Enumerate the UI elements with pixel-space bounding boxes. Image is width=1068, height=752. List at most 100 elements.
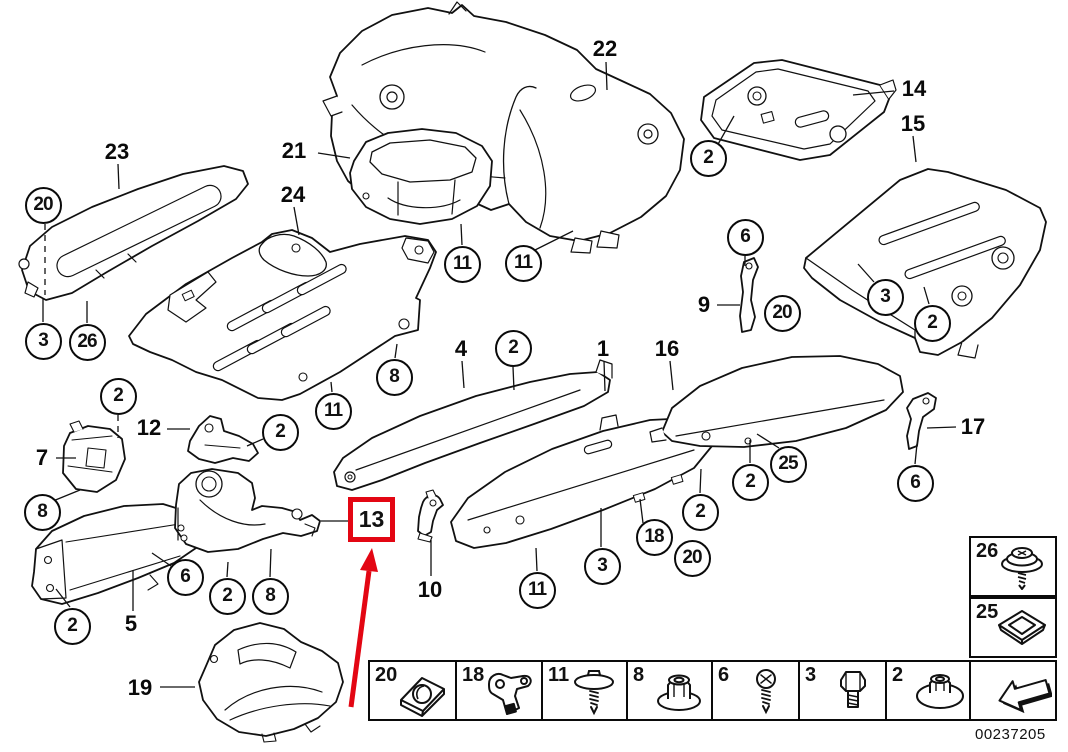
leader-line [317, 152, 351, 159]
circled-callout-20[interactable]: 20 [24, 186, 62, 224]
circled-callout-8[interactable]: 8 [251, 577, 289, 615]
legend-number: 25 [976, 601, 999, 623]
circled-callout-6[interactable]: 6 [166, 558, 204, 596]
circled-callout-8[interactable]: 8 [23, 493, 61, 531]
circled-callout-2[interactable]: 2 [731, 463, 769, 501]
leader-line [914, 443, 918, 465]
legend-number: 2 [892, 664, 904, 686]
highlighted-part-number: 13 [358, 506, 385, 532]
side-legend-cell-25[interactable]: 25 [969, 597, 1057, 658]
part-number-label-1[interactable]: 1 [596, 336, 610, 361]
circled-callout-25[interactable]: 25 [769, 445, 807, 483]
flange-nut-icon [657, 674, 701, 711]
circled-callout-3[interactable]: 3 [866, 278, 904, 316]
hex-bolt-icon [840, 671, 866, 708]
circled-callout-6[interactable]: 6 [726, 218, 764, 256]
legend-number: 3 [805, 664, 817, 686]
part-4-drawing [333, 359, 613, 491]
circled-callout-11[interactable]: 11 [504, 244, 542, 282]
part-number-label-22[interactable]: 22 [592, 36, 618, 61]
part-10-drawing [417, 489, 444, 543]
circled-callout-2[interactable]: 2 [494, 329, 532, 367]
circled-callout-2[interactable]: 2 [261, 413, 299, 451]
circled-callout-2[interactable]: 2 [208, 577, 246, 615]
legend-number: 11 [548, 664, 570, 686]
cover-cap-icon [998, 610, 1046, 645]
part-number-label-21[interactable]: 21 [281, 138, 307, 163]
leader-line [852, 90, 895, 96]
part-number-label-10[interactable]: 10 [417, 577, 443, 602]
part-9-drawing [739, 257, 759, 333]
circled-callout-18[interactable]: 18 [635, 518, 673, 556]
circled-callout-11[interactable]: 11 [314, 392, 352, 430]
part-number-label-17[interactable]: 17 [960, 414, 986, 439]
leader-line [226, 561, 229, 578]
leader-line [857, 263, 875, 283]
circled-callout-20[interactable]: 20 [763, 294, 801, 332]
part-19-drawing [198, 622, 344, 743]
leader-line [55, 588, 71, 608]
part-number-label-15[interactable]: 15 [900, 111, 926, 136]
holder-clamp-icon [488, 673, 532, 715]
part-number-label-7[interactable]: 7 [35, 445, 49, 470]
part-number-label-16[interactable]: 16 [654, 336, 680, 361]
leader-line [926, 426, 957, 429]
legend-cell-11[interactable]: 11 [543, 662, 628, 719]
side-legend-cell-26[interactable]: 26 [969, 536, 1057, 597]
part-number-label-5[interactable]: 5 [124, 611, 138, 636]
circled-callout-3[interactable]: 3 [583, 547, 621, 585]
legend-cell-18[interactable]: 18 [457, 662, 543, 719]
circled-callout-2[interactable]: 2 [53, 607, 91, 645]
legend-cell-20[interactable]: 20 [370, 662, 457, 719]
circled-callout-6[interactable]: 6 [896, 464, 934, 502]
leader-line [605, 61, 608, 91]
diagram-code: 00237205 [975, 726, 1046, 743]
leader-line [52, 489, 81, 502]
part-number-label-19[interactable]: 19 [127, 675, 153, 700]
leader-line [293, 206, 300, 236]
part-14-drawing [700, 59, 897, 161]
legend-cell-2[interactable]: 2 [887, 662, 972, 719]
leader-line [639, 498, 644, 524]
highlighted-part-callout[interactable]: 13 [348, 497, 395, 542]
legend-cell-6[interactable]: 6 [713, 662, 800, 719]
circled-callout-2[interactable]: 2 [681, 493, 719, 531]
circled-callout-8[interactable]: 8 [375, 358, 413, 396]
leader-line [269, 548, 272, 578]
part-number-label-23[interactable]: 23 [104, 139, 130, 164]
part-17-drawing [906, 392, 937, 450]
circled-callout-2[interactable]: 2 [913, 304, 951, 342]
leader-line [699, 468, 702, 494]
part-number-label-4[interactable]: 4 [454, 336, 468, 361]
legend-cell-3[interactable]: 3 [800, 662, 887, 719]
circled-callout-2[interactable]: 2 [689, 139, 727, 177]
nut-with-washer-icon [916, 674, 964, 709]
leader-line [246, 438, 264, 447]
part-drawings [18, 1, 1047, 743]
part-number-label-12[interactable]: 12 [136, 415, 162, 440]
leader-line [512, 366, 515, 391]
circled-callout-11[interactable]: 11 [443, 245, 481, 283]
circled-callout-11[interactable]: 11 [518, 571, 556, 609]
leader-lines [42, 61, 957, 688]
leader-line [756, 433, 780, 449]
leader-line [534, 230, 574, 251]
leader-line [716, 115, 735, 147]
next-diagram-arrow-box[interactable] [969, 660, 1057, 721]
part-number-label-9[interactable]: 9 [697, 292, 711, 317]
part-24-drawing [128, 229, 437, 401]
circled-callout-3[interactable]: 3 [24, 322, 62, 360]
circled-callout-20[interactable]: 20 [673, 539, 711, 577]
part-15-drawing [803, 168, 1047, 359]
leader-line [535, 547, 538, 572]
circled-callout-26[interactable]: 26 [68, 323, 106, 361]
part-number-label-24[interactable]: 24 [280, 182, 306, 207]
legend-cell-8[interactable]: 8 [628, 662, 713, 719]
leader-line [603, 360, 606, 392]
part-12-drawing [187, 415, 259, 464]
part-number-label-14[interactable]: 14 [901, 76, 927, 101]
circled-callout-2[interactable]: 2 [99, 377, 137, 415]
part-1-drawing [450, 414, 713, 549]
